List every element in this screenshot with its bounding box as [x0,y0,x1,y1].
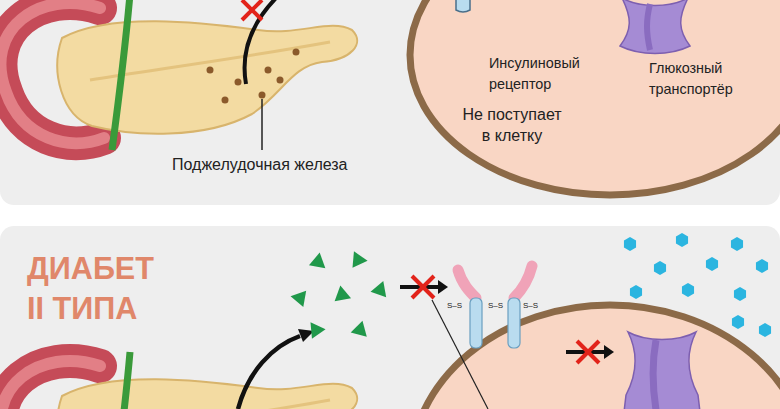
leader-line [261,99,263,150]
islet-dot [222,97,229,104]
islet-dot [207,67,214,74]
insulin-triangle [304,317,326,338]
glucose-hexagon [756,259,768,273]
text-holder: Инсулиновый рецептор [489,53,501,95]
receptor-chain [470,298,482,348]
glucose-hexagon [732,315,744,329]
arrow-head [438,280,448,294]
glucose-molecules [624,233,771,337]
cell [410,0,780,195]
glucose-hexagon [734,287,746,301]
panel: ДИАБЕТ II ТИПА [0,226,780,409]
receptor-arm [458,270,476,298]
glucose-hexagon [676,233,688,247]
receptor-arm [514,266,532,298]
text-holder: S–S [447,301,462,311]
islet-dot [259,92,266,99]
panel: Поджелудочная железа Инсулиновый рецептор… [0,0,780,205]
glucose-transporter [624,332,700,409]
islet-dot [235,79,242,86]
glucose-transporter [620,0,690,54]
text-holder: ДИАБЕТ II ТИПА [27,248,152,328]
glucose-hexagon [682,283,694,297]
glucose-hexagon [624,237,636,251]
bond-label: S–S [523,301,538,311]
panel-title: ДИАБЕТ II ТИПА [27,248,152,328]
text-holder: Глюкозный транспортёр [649,58,661,100]
receptor-chain [508,298,520,348]
islet-dot [277,77,284,84]
block-cross [577,341,599,363]
pancreas [0,0,357,150]
islet-dot [293,49,300,56]
block-cross [242,0,262,20]
text-holder: S–S [523,301,538,311]
text-holder: Поджелудочная железа [172,155,350,175]
insulin-triangle [371,278,392,297]
insulin-molecules [291,248,392,339]
glucose-hexagon [731,237,743,251]
glucose-hexagon [630,285,642,299]
block-cross [412,276,434,298]
insulin-triangle [351,319,371,337]
arrow-head [604,345,614,359]
transporter-shade [653,340,656,409]
insulin-triangle [309,251,328,268]
insulin-triangle [346,248,367,268]
text-holder: Не поступает в клетку [461,104,563,146]
part-label: Поджелудочная железа [172,155,350,175]
text-holder: S–S [488,301,503,311]
pancreas [0,352,357,409]
insulin-triangle [291,285,313,307]
insulin-triangle [332,284,351,301]
transporter-shade [647,4,650,50]
islet-dot [265,67,272,74]
block-cross [577,341,599,363]
glucose-hexagon [759,323,771,337]
glucose-hexagon [706,257,718,271]
insulin-receptor [456,0,470,12]
part-label: Инсулиновый рецептор [489,53,501,95]
note-text: Не поступает в клетку [461,104,563,146]
cell [410,305,780,409]
bond-label: S–S [447,301,462,311]
block-cross [412,276,434,298]
block-cross [242,0,262,20]
glucose-hexagon [654,261,666,275]
secretion-arrow [238,336,300,409]
cell-region: Инсулиновый рецептор Не поступает в клетк… [410,0,780,191]
part-label: Глюкозный транспортёр [649,58,661,100]
bond-label: S–S [488,301,503,311]
